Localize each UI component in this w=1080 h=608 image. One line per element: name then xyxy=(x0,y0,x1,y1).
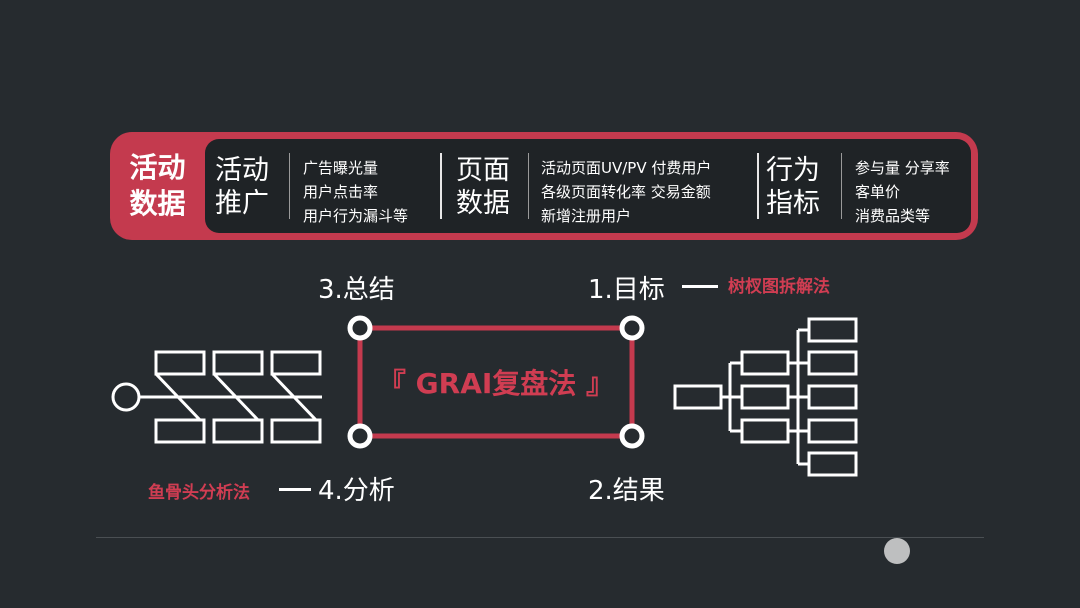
fishbone-bone xyxy=(270,372,296,399)
banner-title-line2: 数据 xyxy=(129,187,186,220)
tree-leaf-box xyxy=(807,418,858,444)
section-title-page-data: 页面 数据 xyxy=(456,154,510,220)
watermark-logo-icon xyxy=(884,538,910,564)
section-title-line1: 活动 xyxy=(215,155,269,186)
banner-content-panel: 活动 推广 广告曝光量 用户点击率 用户行为漏斗等 页面 数据 活动页面UV/P… xyxy=(205,139,971,233)
section-divider xyxy=(289,153,290,219)
fishbone-box xyxy=(154,350,206,376)
list-item: 客单价 xyxy=(855,183,901,201)
fishbone-head xyxy=(111,382,141,412)
node-summary xyxy=(347,315,373,341)
section-divider xyxy=(528,153,529,219)
section-divider xyxy=(440,153,442,219)
list-item: 新增注册用户 xyxy=(541,207,632,225)
tree-mid-box xyxy=(740,418,790,444)
tree-leaf-box xyxy=(807,451,858,477)
list-item: 消费品类等 xyxy=(855,207,931,225)
list-item: 用户行为漏斗等 xyxy=(303,207,409,225)
list-item: 用户点击率 xyxy=(303,183,379,201)
section-title-line2: 推广 xyxy=(215,188,269,219)
fishbone-box xyxy=(212,350,264,376)
fishbone-bone xyxy=(212,372,238,399)
section-title-behavior: 行为 指标 xyxy=(766,154,820,220)
list-item: 广告曝光量 xyxy=(303,159,379,177)
fishbone-bone xyxy=(176,395,202,422)
analysis-dash xyxy=(279,488,311,491)
tree-diagram xyxy=(673,317,858,477)
fishbone-bone xyxy=(154,372,180,399)
section-items-promotion: 广告曝光量 用户点击率 用户行为漏斗等 xyxy=(303,156,408,228)
section-items-page-data: 活动页面UV/PV 付费用户 各级页面转化率 交易金额 新增注册用户 xyxy=(541,156,711,228)
section-title-line2: 数据 xyxy=(456,188,510,219)
list-item: 参与量 分享率 xyxy=(855,159,950,177)
center-frame xyxy=(357,325,635,439)
section-title-line1: 页面 xyxy=(456,155,510,186)
list-item: 活动页面UV/PV 付费用户 xyxy=(541,159,712,177)
list-item: 各级页面转化率 交易金额 xyxy=(541,183,711,201)
tree-mid-box xyxy=(740,384,790,410)
activity-data-banner: 活动 数据 活动 推广 广告曝光量 用户点击率 用户行为漏斗等 页面 数据 活动… xyxy=(110,132,978,240)
grai-method-title: 『 GRAI复盘法 』 xyxy=(377,367,615,400)
fishbone-box xyxy=(154,418,206,444)
tree-root-box xyxy=(673,384,723,410)
step-goal: 1.目标 xyxy=(588,275,665,305)
fishbone-bone xyxy=(292,395,318,422)
node-analysis xyxy=(347,423,373,449)
tree-leaf-box xyxy=(807,317,858,343)
method-tree: 树杈图拆解法 xyxy=(728,277,830,297)
fishbone-diagram xyxy=(111,350,322,444)
section-items-behavior: 参与量 分享率 客单价 消费品类等 xyxy=(855,156,950,228)
section-title-promotion: 活动 推广 xyxy=(215,154,269,220)
banner-title: 活动 数据 xyxy=(110,132,205,240)
section-title-line2: 指标 xyxy=(766,188,820,219)
fishbone-box xyxy=(270,350,322,376)
banner-title-line1: 活动 xyxy=(129,151,186,184)
step-analysis: 4.分析 xyxy=(318,476,395,506)
fishbone-box xyxy=(270,418,322,444)
node-goal xyxy=(619,315,645,341)
tree-leaf-box xyxy=(807,384,858,410)
fishbone-bone xyxy=(234,395,260,422)
section-title-line1: 行为 xyxy=(766,155,820,186)
tree-mid-box xyxy=(740,350,790,376)
fishbone-box xyxy=(212,418,264,444)
tree-leaf-box xyxy=(807,350,858,376)
step-summary: 3.总结 xyxy=(318,275,395,305)
footer-divider xyxy=(96,537,984,538)
step-result: 2.结果 xyxy=(588,476,665,506)
method-fishbone: 鱼骨头分析法 xyxy=(148,483,250,503)
section-divider xyxy=(757,153,759,219)
node-result xyxy=(619,423,645,449)
goal-dash xyxy=(682,285,718,288)
section-divider xyxy=(841,153,842,219)
